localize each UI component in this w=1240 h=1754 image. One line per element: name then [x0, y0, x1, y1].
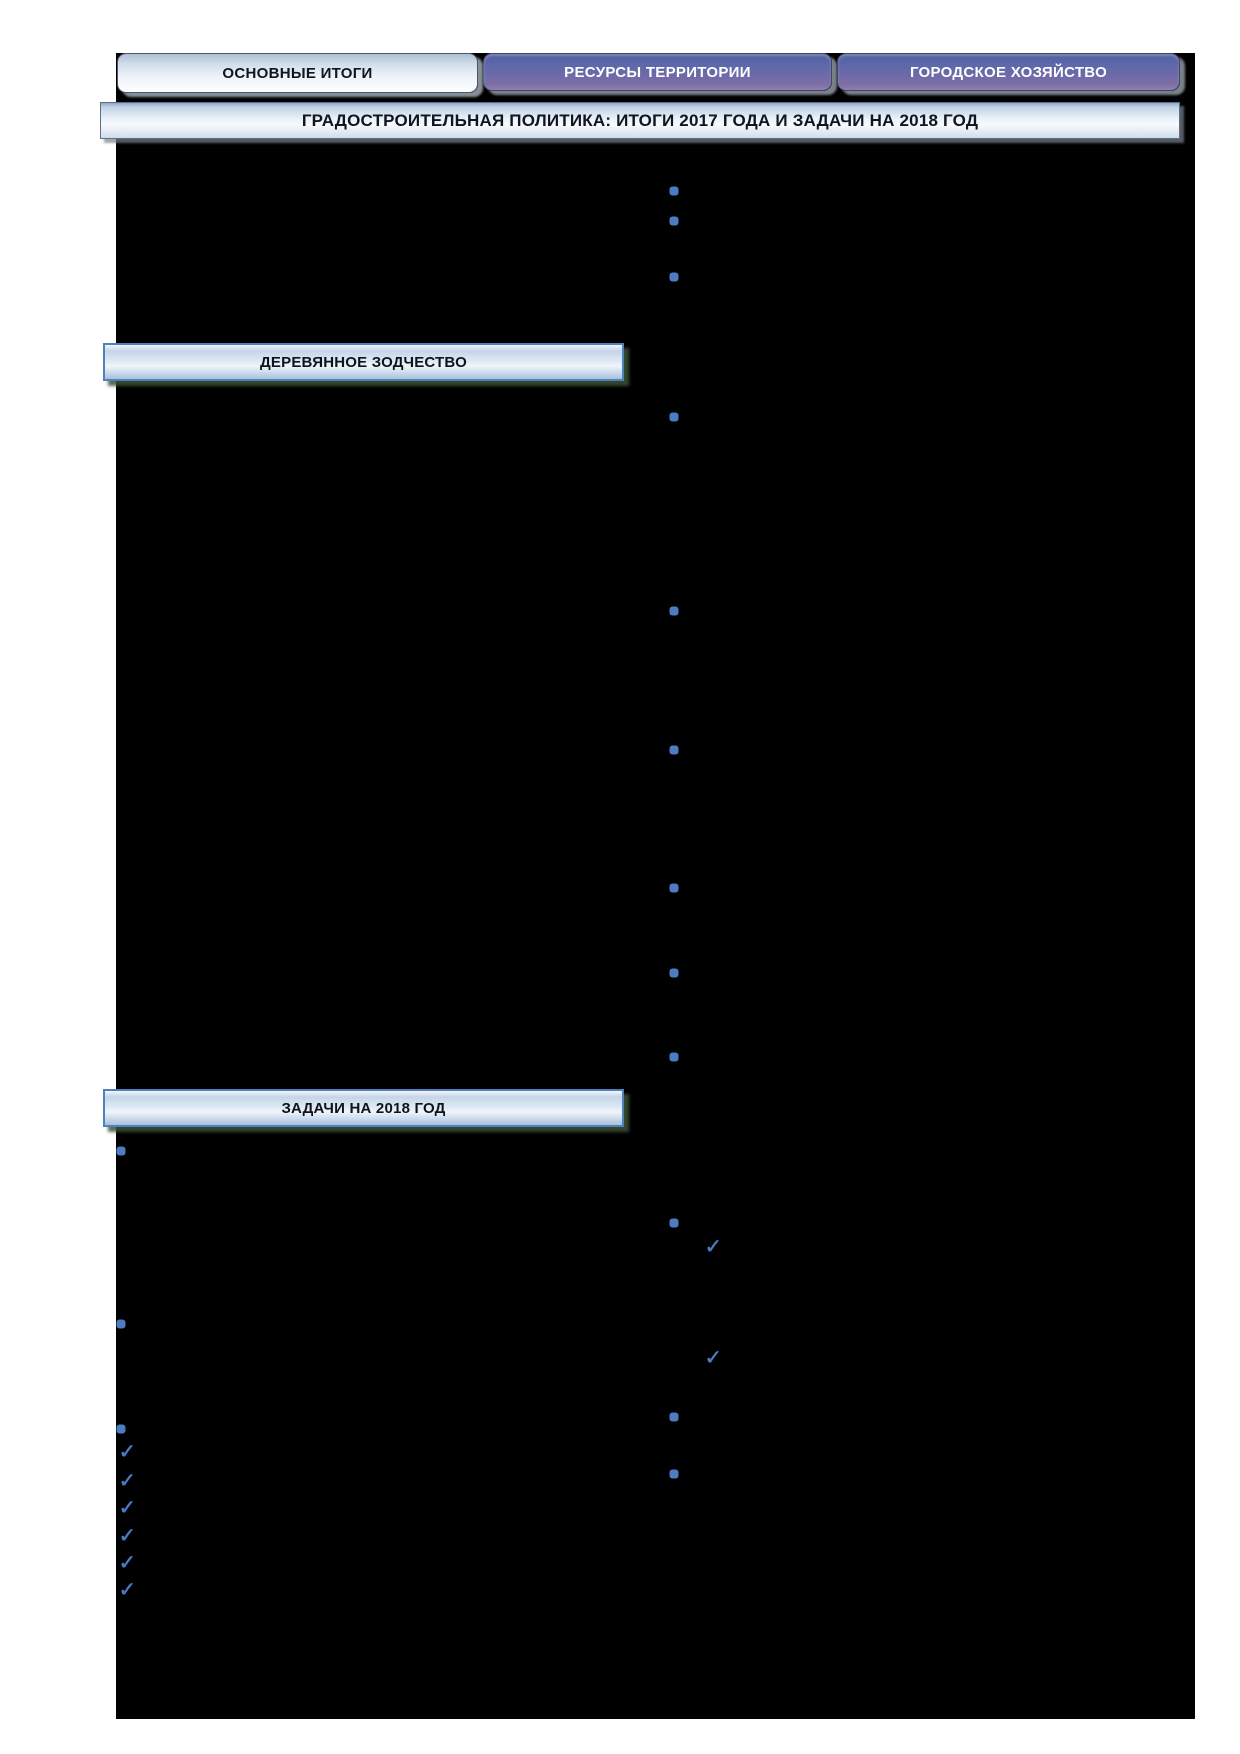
bullet-icon — [669, 1412, 679, 1422]
bullet-icon — [669, 883, 679, 893]
tab-osnovnye-itogi[interactable]: ОСНОВНЫЕ ИТОГИ — [117, 53, 478, 93]
bullet-icon — [669, 606, 679, 616]
bullet-icon — [116, 1146, 126, 1156]
bullet-icon — [669, 186, 679, 196]
check-icon: ✓ — [704, 1346, 722, 1370]
bullet-icon — [116, 1319, 126, 1329]
bullet-icon — [669, 412, 679, 422]
check-icon: ✓ — [704, 1235, 722, 1259]
bullet-icon — [116, 1424, 126, 1434]
bullet-icon — [669, 968, 679, 978]
bullet-icon — [669, 216, 679, 226]
bullet-icon — [669, 272, 679, 282]
bullet-icon — [669, 1218, 679, 1228]
tab-resursy-territorii[interactable]: РЕСУРСЫ ТЕРРИТОРИИ — [483, 53, 832, 91]
content-area — [116, 53, 1195, 1719]
section-header-zadachi-2018: ЗАДАЧИ НА 2018 ГОД — [103, 1089, 624, 1127]
bullet-icon — [669, 1469, 679, 1479]
bullet-icon — [669, 745, 679, 755]
check-icon: ✓ — [118, 1496, 136, 1520]
section-header-derevyannoe-zodchestvo: ДЕРЕВЯННОЕ ЗОДЧЕСТВО — [103, 343, 624, 381]
check-icon: ✓ — [118, 1440, 136, 1464]
page-title: ГРАДОСТРОИТЕЛЬНАЯ ПОЛИТИКА: ИТОГИ 2017 Г… — [100, 102, 1180, 139]
check-icon: ✓ — [118, 1578, 136, 1602]
check-icon: ✓ — [118, 1551, 136, 1575]
check-icon: ✓ — [118, 1469, 136, 1493]
bullet-icon — [669, 1052, 679, 1062]
check-icon: ✓ — [118, 1524, 136, 1548]
tab-gorodskoe-khozyaystvo[interactable]: ГОРОДСКОЕ ХОЗЯЙСТВО — [837, 53, 1180, 91]
